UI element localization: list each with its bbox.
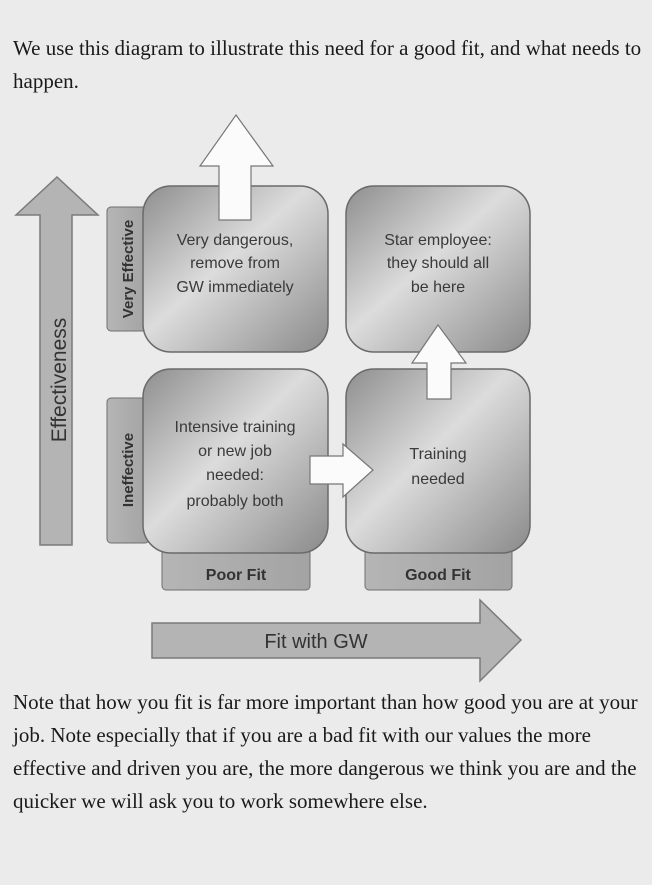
fit-with-gw-label: Fit with GW: [264, 631, 367, 653]
fit-with-gw-arrow: [151, 598, 523, 683]
row-label-very-effective: Very Effective: [120, 220, 137, 318]
quadrant-bottom-left-text: probably both: [187, 493, 284, 510]
quadrant-bottom-left-text: needed:: [206, 467, 264, 484]
intro-paragraph: We use this diagram to illustrate this n…: [13, 36, 642, 93]
up-arrow-exit-icon: [198, 113, 275, 221]
row-label-ineffective: Ineffective: [120, 433, 137, 507]
effectiveness-label: Effectiveness: [48, 318, 71, 443]
quadrant-bottom-left-text: or new job: [198, 443, 272, 460]
quadrant-top-left-text: Very dangerous,: [177, 232, 294, 249]
column-label-poor-fit: Poor Fit: [206, 567, 267, 584]
effectiveness-arrow: [14, 175, 100, 546]
quadrant-top-left-text: GW immediately: [176, 279, 293, 296]
quadrant-bottom-left: [142, 368, 329, 554]
quadrant-top-right-text: they should all: [387, 255, 489, 272]
quadrant-top-right-text: Star employee:: [384, 232, 492, 249]
closing-paragraph: Note that how you fit is far more import…: [13, 690, 638, 813]
quadrant-bottom-right-text: needed: [411, 471, 464, 488]
quadrant-top-left-text: remove from: [190, 255, 280, 272]
up-arrow-promote-icon: [410, 323, 468, 400]
column-label-good-fit: Good Fit: [405, 567, 471, 584]
quadrant-top-right-text: be here: [411, 279, 465, 296]
right-arrow-improve-icon: [309, 442, 374, 499]
quadrant-bottom-right-text: Training: [409, 446, 466, 463]
quadrant-bottom-left-text: Intensive training: [175, 419, 296, 436]
